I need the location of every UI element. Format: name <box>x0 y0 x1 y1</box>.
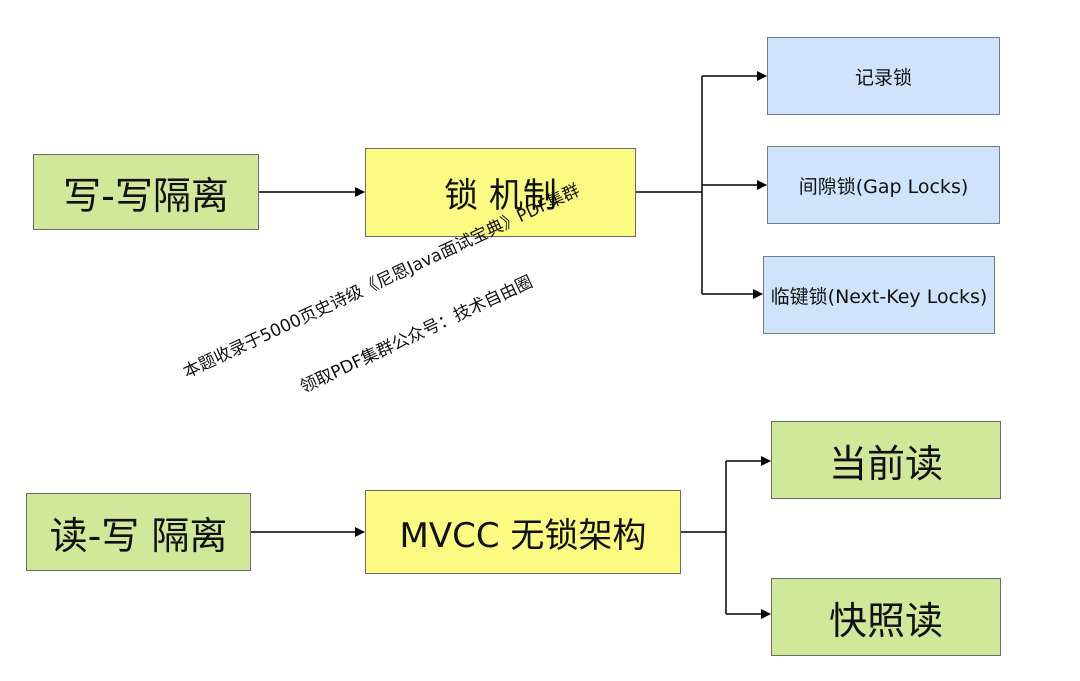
snapshot-read-node: 快照读 <box>771 578 1001 656</box>
current-read-label: 当前读 <box>828 441 943 486</box>
record-lock-label: 记录锁 <box>854 66 912 89</box>
next-key-lock-node: 临键锁(Next-Key Locks) <box>763 256 995 334</box>
read-write-isolation-label: 读-写 隔离 <box>49 513 228 558</box>
branch-lock-mechanism <box>636 76 703 294</box>
record-lock-node: 记录锁 <box>767 37 1000 115</box>
branch-mvcc <box>681 461 727 614</box>
mvcc-label: MVCC 无锁架构 <box>399 515 647 556</box>
snapshot-read-label: 快照读 <box>828 598 943 643</box>
current-read-node: 当前读 <box>771 421 1001 499</box>
write-write-isolation-label: 写-写隔离 <box>63 173 229 218</box>
mvcc-node: MVCC 无锁架构 <box>365 490 681 574</box>
write-write-isolation-node: 写-写隔离 <box>33 154 259 230</box>
gap-lock-node: 间隙锁(Gap Locks) <box>767 146 1000 224</box>
gap-lock-label: 间隙锁(Gap Locks) <box>798 175 969 198</box>
lock-mechanism-label: 锁 机制 <box>444 176 557 216</box>
next-key-lock-label: 临键锁(Next-Key Locks) <box>770 285 988 308</box>
lock-mechanism-node: 锁 机制 <box>365 148 636 237</box>
read-write-isolation-node: 读-写 隔离 <box>26 493 251 571</box>
